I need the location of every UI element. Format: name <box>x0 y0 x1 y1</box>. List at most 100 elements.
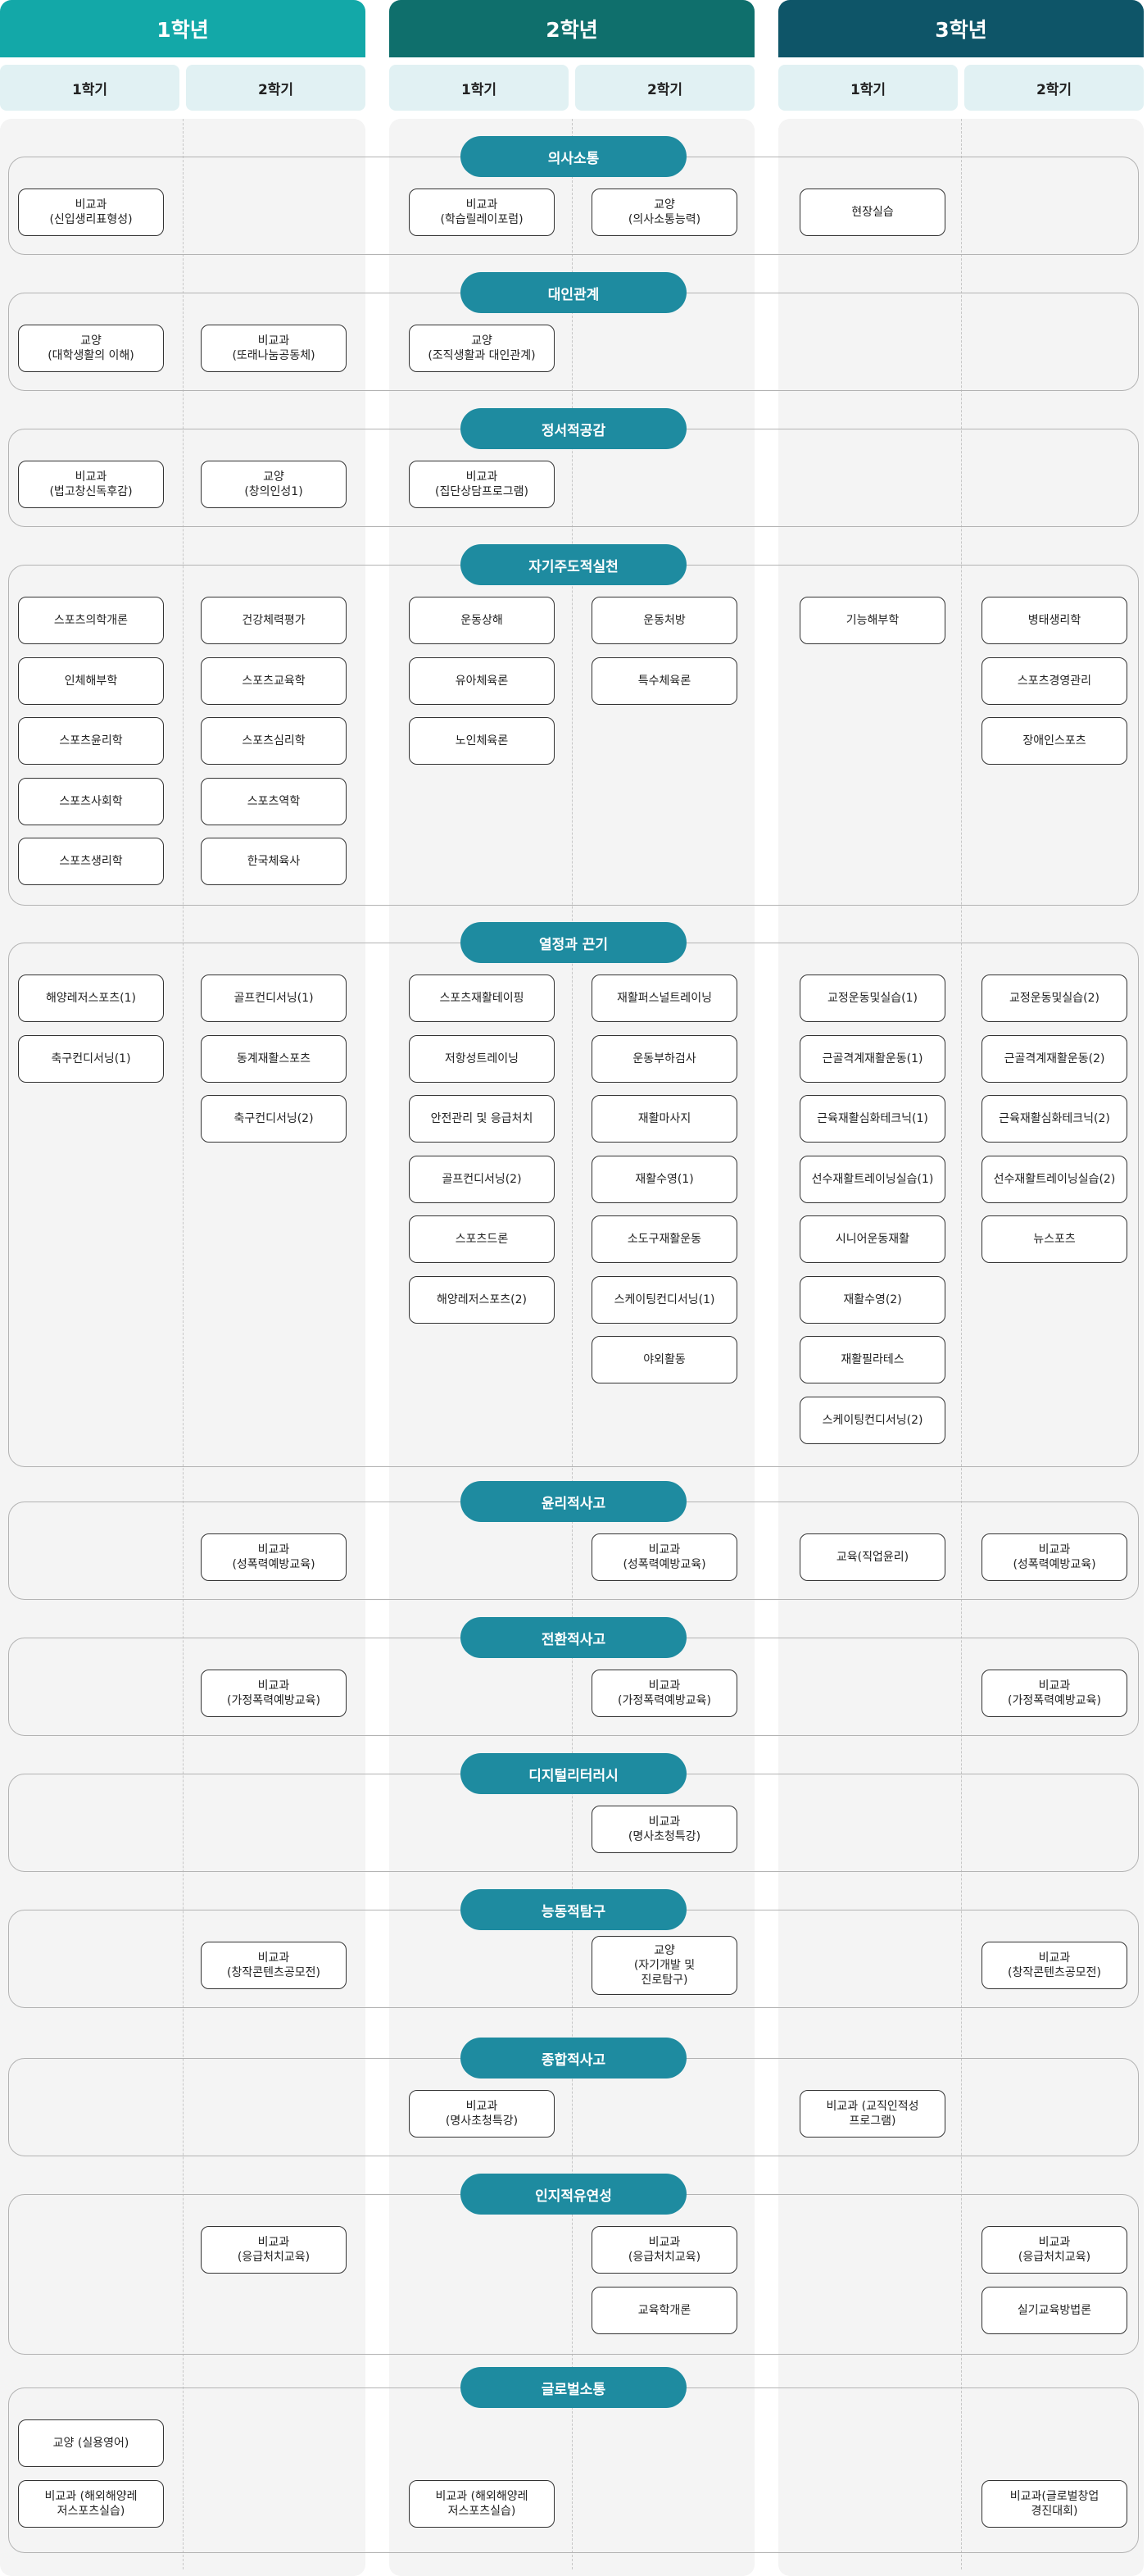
semester-header: 1학기 <box>0 65 179 111</box>
course-box[interactable]: 스포츠윤리학 <box>18 717 164 765</box>
course-box[interactable]: 저항성트레이닝 <box>409 1034 555 1083</box>
course-box[interactable]: 비교과(글로벌창업 경진대회) <box>982 2479 1127 2528</box>
course-box[interactable]: 한국체육사 <box>201 838 347 885</box>
course-box[interactable]: 재활수영(2) <box>800 1275 945 1324</box>
competency-title: 대인관계 <box>460 272 687 313</box>
course-box[interactable]: 스포츠드론 <box>409 1215 555 1263</box>
course-box[interactable]: 비교과 (성폭력예방교육) <box>982 1533 1127 1581</box>
competency-title: 전환적사고 <box>460 1617 687 1658</box>
course-box[interactable]: 선수재활트레이닝실습(2) <box>982 1155 1127 1203</box>
course-box[interactable]: 스포츠의학개론 <box>18 597 164 644</box>
course-box[interactable]: 안전관리 및 응급처치 <box>409 1095 555 1143</box>
course-box[interactable]: 교양 (자기개발 및 진로탐구) <box>592 1936 737 1995</box>
course-box[interactable]: 축구컨디서닝(1) <box>18 1034 164 1083</box>
course-box[interactable]: 비교과 (창작콘텐츠공모전) <box>982 1942 1127 1989</box>
competency-section <box>8 2194 1139 2355</box>
course-box[interactable]: 인체해부학 <box>18 656 164 705</box>
competency-section <box>8 565 1139 906</box>
course-box[interactable]: 비교과 (해외해양레 저스포츠실습) <box>18 2479 164 2528</box>
course-box[interactable]: 교양 (의사소통능력) <box>592 189 737 236</box>
course-box[interactable]: 교양 (대학생활의 이해) <box>18 325 164 372</box>
course-box[interactable]: 비교과 (명사초청특강) <box>592 1806 737 1853</box>
semester-header: 1학기 <box>778 65 958 111</box>
course-box[interactable]: 비교과 (가정폭력예방교육) <box>201 1670 347 1717</box>
course-box[interactable]: 비교과 (성폭력예방교육) <box>592 1533 737 1581</box>
course-box[interactable]: 재활필라테스 <box>800 1336 945 1383</box>
course-box[interactable]: 실기교육방법론 <box>982 2286 1127 2334</box>
course-box[interactable]: 근육재활심화테크닉(1) <box>800 1095 945 1143</box>
competency-section <box>8 2387 1139 2553</box>
course-box[interactable]: 교육학개론 <box>592 2286 737 2334</box>
course-box[interactable]: 장애인스포츠 <box>982 717 1127 765</box>
course-box[interactable]: 비교과 (창작콘텐츠공모전) <box>201 1942 347 1989</box>
course-box[interactable]: 비교과 (성폭력예방교육) <box>201 1533 347 1581</box>
course-box[interactable]: 비교과 (가정폭력예방교육) <box>592 1670 737 1717</box>
year-header-3: 3학년 <box>778 0 1144 57</box>
course-box[interactable]: 비교과 (집단상담프로그램) <box>409 461 555 508</box>
course-box[interactable]: 운동상해 <box>409 597 555 644</box>
course-box[interactable]: 스케이팅컨디서닝(2) <box>800 1396 945 1444</box>
course-box[interactable]: 스케이팅컨디서닝(1) <box>592 1275 737 1324</box>
course-box[interactable]: 교양 (실용영어) <box>18 2419 164 2467</box>
course-box[interactable]: 스포츠역학 <box>201 777 347 825</box>
course-box[interactable]: 해양레저스포츠(1) <box>18 975 164 1022</box>
course-box[interactable]: 근골격계재활운동(1) <box>800 1034 945 1083</box>
course-box[interactable]: 스포츠교육학 <box>201 656 347 705</box>
year-header-1: 1학년 <box>0 0 365 57</box>
competency-title: 열정과 끈기 <box>460 922 687 963</box>
course-box[interactable]: 비교과 (법고창신독후감) <box>18 461 164 508</box>
course-box[interactable]: 건강체력평가 <box>201 597 347 644</box>
course-box[interactable]: 소도구재활운동 <box>592 1215 737 1263</box>
competency-title: 의사소통 <box>460 136 687 177</box>
course-box[interactable]: 비교과 (신입생리표형성) <box>18 189 164 236</box>
course-box[interactable]: 교정운동및실습(2) <box>982 975 1127 1022</box>
course-box[interactable]: 비교과 (가정폭력예방교육) <box>982 1670 1127 1717</box>
course-box[interactable]: 동계재활스포츠 <box>201 1034 347 1083</box>
course-box[interactable]: 비교과 (명사초청특강) <box>409 2090 555 2138</box>
course-box[interactable]: 운동부하검사 <box>592 1034 737 1083</box>
course-box[interactable]: 비교과 (또래나눔공동체) <box>201 325 347 372</box>
course-box[interactable]: 축구컨디서닝(2) <box>201 1095 347 1143</box>
course-box[interactable]: 스포츠재활테이핑 <box>409 975 555 1022</box>
competency-title: 윤리적사고 <box>460 1481 687 1522</box>
course-box[interactable]: 근육재활심화테크닉(2) <box>982 1095 1127 1143</box>
course-box[interactable]: 운동처방 <box>592 597 737 644</box>
course-box[interactable]: 비교과 (응급처치교육) <box>982 2226 1127 2274</box>
course-box[interactable]: 스포츠생리학 <box>18 838 164 885</box>
course-box[interactable]: 해양레저스포츠(2) <box>409 1275 555 1324</box>
course-box[interactable]: 비교과 (응급처치교육) <box>201 2226 347 2274</box>
competency-title: 정서적공감 <box>460 408 687 449</box>
course-box[interactable]: 뉴스포츠 <box>982 1215 1127 1263</box>
course-box[interactable]: 교양 (조직생활과 대인관계) <box>409 325 555 372</box>
course-box[interactable]: 재활수영(1) <box>592 1155 737 1203</box>
course-box[interactable]: 시니어운동재활 <box>800 1215 945 1263</box>
course-box[interactable]: 유아체육론 <box>409 656 555 705</box>
course-box[interactable]: 비교과 (교직인적성 프로그램) <box>800 2090 945 2138</box>
course-box[interactable]: 노인체육론 <box>409 717 555 765</box>
course-box[interactable]: 골프컨디서닝(2) <box>409 1155 555 1203</box>
course-box[interactable]: 특수체육론 <box>592 656 737 705</box>
course-box[interactable]: 스포츠경영관리 <box>982 656 1127 705</box>
course-box[interactable]: 현장실습 <box>800 189 945 236</box>
course-box[interactable]: 교양 (창의인성1) <box>201 461 347 508</box>
course-box[interactable]: 재활마사지 <box>592 1095 737 1143</box>
course-box[interactable]: 야외활동 <box>592 1336 737 1383</box>
course-box[interactable]: 선수재활트레이닝실습(1) <box>800 1155 945 1203</box>
competency-title: 자기주도적실천 <box>460 544 687 585</box>
competency-section <box>8 943 1139 1467</box>
course-box[interactable]: 스포츠심리학 <box>201 717 347 765</box>
competency-title: 인지적유연성 <box>460 2174 687 2215</box>
course-box[interactable]: 근골격계재활운동(2) <box>982 1034 1127 1083</box>
semester-divider <box>183 119 184 2569</box>
course-box[interactable]: 비교과 (학습릴레이포럼) <box>409 189 555 236</box>
course-box[interactable]: 재활퍼스널트레이닝 <box>592 975 737 1022</box>
course-box[interactable]: 스포츠사회학 <box>18 777 164 825</box>
course-box[interactable]: 비교과 (응급처치교육) <box>592 2226 737 2274</box>
course-box[interactable]: 교육(직업윤리) <box>800 1533 945 1581</box>
course-box[interactable]: 교정운동및실습(1) <box>800 975 945 1022</box>
course-box[interactable]: 병태생리학 <box>982 597 1127 644</box>
course-box[interactable]: 골프컨디서닝(1) <box>201 975 347 1022</box>
course-box[interactable]: 기능해부학 <box>800 597 945 644</box>
competency-title: 능동적탐구 <box>460 1889 687 1930</box>
course-box[interactable]: 비교과 (해외해양레 저스포츠실습) <box>409 2479 555 2528</box>
